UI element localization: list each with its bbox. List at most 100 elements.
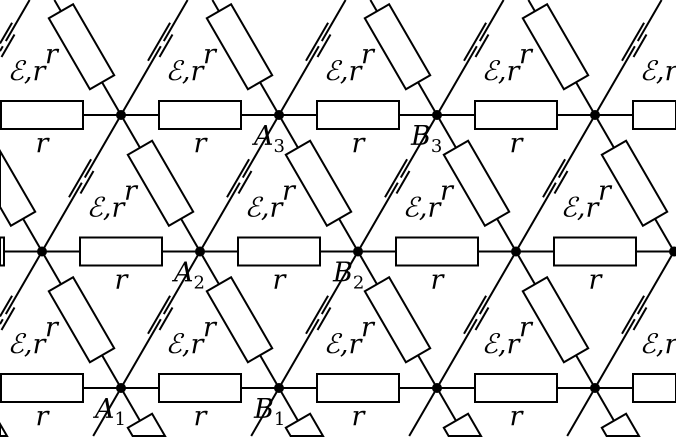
resistor-label: r bbox=[194, 401, 209, 432]
battery-long-plate bbox=[147, 295, 171, 335]
wire-diagonal bbox=[199, 114, 280, 253]
resistor-label: r bbox=[361, 39, 376, 70]
resistor-label: r bbox=[124, 175, 139, 206]
battery-label: ℰ,r bbox=[166, 56, 206, 87]
junctions bbox=[37, 110, 676, 393]
resistor bbox=[47, 2, 116, 91]
resistor-label: r bbox=[36, 401, 51, 432]
resistor-label: r bbox=[519, 39, 534, 70]
battery-long-plate bbox=[147, 22, 171, 62]
node-label-b2: B2 bbox=[332, 258, 364, 294]
battery-short-plate bbox=[395, 170, 411, 195]
wire-diagonal bbox=[357, 114, 438, 253]
junction-dot bbox=[590, 383, 600, 393]
junction-dot bbox=[116, 110, 126, 120]
battery-label: ℰ,r bbox=[561, 192, 601, 223]
resistor-label: r bbox=[519, 312, 534, 343]
resistor-label: r bbox=[282, 175, 297, 206]
junction-dot bbox=[669, 246, 676, 257]
wire-diagonal bbox=[250, 387, 280, 437]
node-label-a1: A1 bbox=[92, 394, 126, 430]
node-label-b3: B3 bbox=[410, 121, 442, 157]
battery bbox=[542, 158, 569, 198]
battery bbox=[463, 295, 490, 335]
battery-label: ℰ,r bbox=[482, 56, 522, 87]
battery-long-plate bbox=[621, 22, 645, 62]
battery bbox=[305, 295, 332, 335]
battery-label: ℰ,r bbox=[245, 192, 285, 223]
node-label-subscript: 1 bbox=[274, 409, 285, 430]
battery-label: ℰ,r bbox=[324, 329, 364, 360]
junction-dot bbox=[37, 246, 47, 257]
node-label-subscript: 1 bbox=[115, 409, 126, 430]
battery-short-plate bbox=[158, 33, 174, 58]
junction-dot bbox=[511, 246, 521, 257]
junction-dot bbox=[274, 383, 284, 393]
resistor bbox=[126, 412, 167, 437]
battery-short-plate bbox=[474, 33, 490, 58]
resistor-label: r bbox=[36, 128, 51, 159]
battery-short-plate bbox=[0, 306, 16, 331]
battery-short-plate bbox=[474, 306, 490, 331]
battery-short-plate bbox=[632, 306, 648, 331]
wire-diagonal bbox=[408, 387, 438, 437]
battery-long-plate bbox=[305, 22, 329, 62]
resistor bbox=[474, 373, 558, 403]
battery bbox=[0, 22, 16, 58]
battery bbox=[305, 22, 332, 62]
resistor bbox=[521, 275, 590, 364]
resistor bbox=[395, 236, 479, 267]
wire-diagonal bbox=[120, 250, 201, 389]
junction-dot bbox=[274, 110, 284, 120]
battery bbox=[68, 158, 95, 198]
resistor-label: r bbox=[45, 39, 60, 70]
resistor bbox=[474, 100, 558, 130]
battery-label: ℰ,r bbox=[403, 192, 443, 223]
resistor bbox=[363, 2, 432, 91]
junction-dot bbox=[116, 383, 126, 393]
wire-diagonal bbox=[92, 387, 122, 437]
node-label-subscript: 2 bbox=[353, 273, 364, 294]
battery bbox=[384, 158, 411, 198]
resistor bbox=[442, 412, 483, 437]
resistor-label: r bbox=[431, 265, 446, 296]
battery-short-plate bbox=[316, 306, 332, 331]
junction-dot bbox=[432, 383, 442, 393]
battery-long-plate bbox=[68, 158, 92, 198]
resistor-label: r bbox=[361, 312, 376, 343]
resistor bbox=[0, 236, 5, 267]
resistor bbox=[47, 275, 116, 364]
battery-long-plate bbox=[0, 22, 13, 45]
node-label-b1: B1 bbox=[253, 394, 285, 430]
battery-short-plate bbox=[158, 306, 174, 331]
resistor bbox=[442, 139, 511, 228]
battery-long-plate bbox=[305, 295, 329, 335]
resistor-label: r bbox=[115, 265, 130, 296]
resistor bbox=[632, 373, 676, 403]
resistor bbox=[284, 412, 325, 437]
node-label-subscript: 3 bbox=[274, 136, 285, 157]
resistor bbox=[600, 412, 641, 437]
battery-long-plate bbox=[542, 158, 566, 198]
wire-diagonal bbox=[278, 0, 347, 116]
battery-long-plate bbox=[463, 22, 487, 62]
resistor bbox=[158, 373, 242, 403]
resistor bbox=[521, 2, 590, 91]
battery-label: ℰ,r bbox=[8, 329, 48, 360]
resistor bbox=[553, 236, 637, 267]
junction-dot bbox=[195, 246, 205, 257]
resistor bbox=[205, 275, 274, 364]
resistor bbox=[0, 422, 9, 437]
junction-dot bbox=[590, 110, 600, 120]
resistor bbox=[284, 139, 353, 228]
wire-diagonal bbox=[436, 250, 517, 389]
battery bbox=[621, 295, 648, 335]
resistor-label: r bbox=[194, 128, 209, 159]
resistor bbox=[79, 236, 163, 267]
resistor bbox=[205, 2, 274, 91]
node-label-subscript: 2 bbox=[194, 273, 205, 294]
resistor-label: r bbox=[45, 312, 60, 343]
